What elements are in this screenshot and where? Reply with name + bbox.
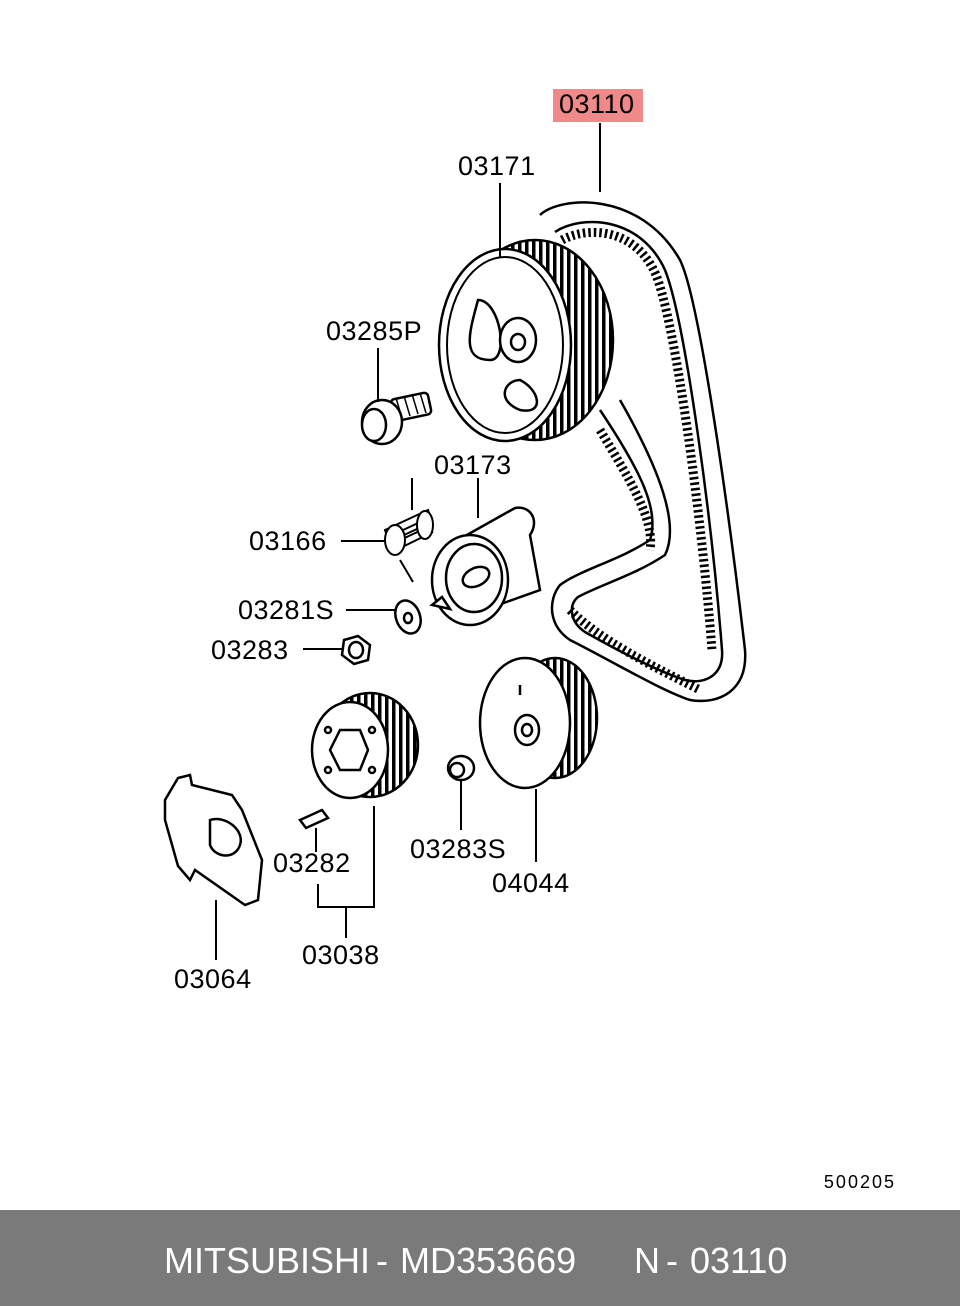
label-04044[interactable]: 04044	[492, 868, 570, 898]
washer[interactable]	[391, 597, 425, 637]
footer-part-number: MD353669	[400, 1240, 577, 1281]
sprocket-bolt[interactable]	[360, 391, 433, 446]
label-03038[interactable]: 03038	[302, 940, 380, 970]
leader-03038-03282	[315, 806, 375, 938]
footer-bar: MITSUBISHI - MD353669 N - 03110	[0, 1210, 960, 1306]
label-03281S[interactable]: 03281S	[238, 595, 335, 625]
belt-teeth	[559, 227, 717, 695]
diagram-code: 500205	[823, 1172, 896, 1192]
footer-separator: -	[376, 1240, 388, 1281]
sprocket-pin[interactable]	[298, 808, 330, 830]
label-03166[interactable]: 03166	[249, 526, 327, 556]
idler-collar[interactable]	[446, 754, 476, 782]
tensioner-spring[interactable]	[383, 478, 434, 583]
label-03171[interactable]: 03171	[458, 151, 536, 181]
label-03283S[interactable]: 03283S	[410, 834, 507, 864]
tensioner-nut[interactable]	[340, 634, 372, 666]
label-03110[interactable]: 03110	[553, 89, 643, 122]
crank-flange[interactable]	[163, 773, 264, 907]
timing-belt[interactable]	[539, 201, 747, 703]
label-03173[interactable]: 03173	[434, 450, 512, 480]
label-03064[interactable]: 03064	[174, 964, 252, 994]
parts-diagram	[163, 123, 747, 960]
footer-brand: MITSUBISHI	[164, 1240, 371, 1281]
footer-ref: 03110	[690, 1240, 788, 1281]
label-03282[interactable]: 03282	[273, 848, 351, 878]
camshaft-sprocket[interactable]	[437, 238, 615, 443]
footer-n: N	[634, 1240, 660, 1281]
label-03285P[interactable]: 03285P	[326, 316, 423, 346]
belt-tensioner[interactable]	[429, 506, 542, 627]
idler-pulley[interactable]	[478, 656, 599, 790]
label-03283[interactable]: 03283	[211, 635, 289, 665]
crankshaft-sprocket[interactable]	[310, 691, 420, 800]
footer-separator-2: -	[666, 1240, 678, 1281]
